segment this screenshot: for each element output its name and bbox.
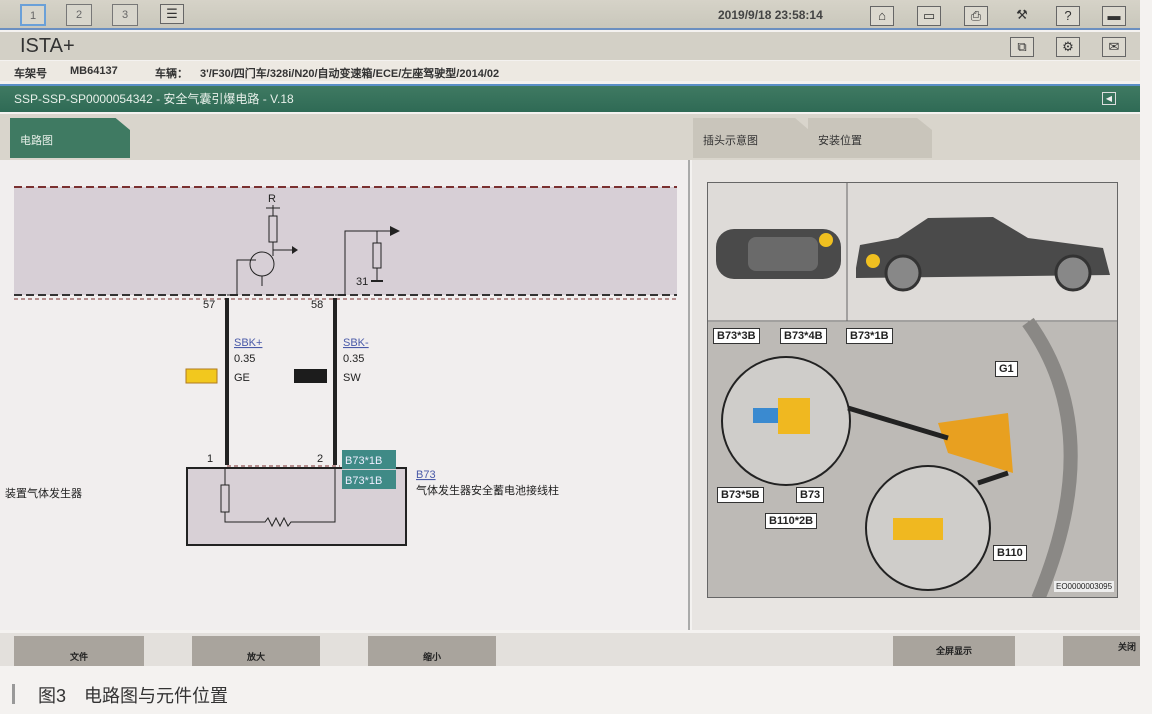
app-header bbox=[0, 32, 1140, 60]
tab-install-location[interactable]: 安装位置 bbox=[808, 118, 932, 158]
model-value: 3'/F30/四门车/328i/N20/自动变速箱/ECE/左座驾驶型/2014… bbox=[200, 68, 500, 80]
file-button[interactable]: 文件 bbox=[14, 636, 144, 666]
vin-label: 车架号 bbox=[14, 68, 47, 80]
callout-b73-5b: B73*5B bbox=[717, 487, 764, 503]
image-id: EO0000003095 bbox=[1054, 581, 1115, 592]
callout-b110-2b: B110*2B bbox=[765, 513, 818, 529]
window-tab-2[interactable]: 2 bbox=[66, 4, 92, 26]
callout-g1: G1 bbox=[995, 361, 1018, 377]
window-tab-1[interactable]: 1 bbox=[20, 4, 46, 26]
connector-label-1: B73*1B bbox=[345, 455, 382, 467]
home-icon[interactable]: ⌂ bbox=[870, 6, 894, 26]
pin-58: 58 bbox=[311, 299, 323, 311]
pin-57: 57 bbox=[203, 299, 215, 311]
list-icon[interactable]: ☰ bbox=[160, 4, 184, 24]
wire-color-code-right: SW bbox=[343, 372, 361, 384]
resistor-label: R bbox=[268, 193, 276, 205]
wire-name-sbk-minus[interactable]: SBK- bbox=[343, 337, 369, 349]
wrench-icon[interactable]: ⚒ bbox=[1016, 7, 1028, 22]
device-label: 装置气体发生器 bbox=[5, 486, 82, 500]
callout-b73-1b: B73*1B bbox=[846, 328, 893, 344]
ground-label: 31 bbox=[356, 276, 368, 288]
document-title: SSP-SSP-SP0000054342 - 安全气囊引爆电路 - V.18 bbox=[14, 92, 294, 106]
connector-label-2: B73*1B bbox=[345, 475, 382, 487]
connector-tag-1[interactable] bbox=[342, 450, 396, 469]
help-icon[interactable]: ? bbox=[1056, 6, 1080, 26]
datetime: 2019/9/18 23:58:14 bbox=[718, 8, 823, 22]
color-swatch-black bbox=[294, 369, 327, 383]
component-id-link[interactable]: B73 bbox=[416, 469, 436, 481]
app-title: ISTA+ bbox=[20, 35, 75, 57]
mail-icon[interactable]: ✉ bbox=[1102, 37, 1126, 57]
settings-icon[interactable]: ⚙ bbox=[1056, 37, 1080, 57]
caption-marker bbox=[12, 684, 15, 704]
wire-color-code-left: GE bbox=[234, 372, 250, 384]
color-swatch-yellow bbox=[185, 368, 218, 384]
callout-b73: B73 bbox=[796, 487, 825, 503]
document-title-bar bbox=[0, 84, 1140, 112]
document-swap-icon[interactable]: ⧉ bbox=[1010, 37, 1034, 57]
tab-connector-view[interactable]: 插头示意图 bbox=[693, 118, 809, 158]
close-button[interactable]: 关闭 bbox=[1063, 636, 1140, 666]
vin-value: MB64137 bbox=[70, 65, 118, 77]
callout-b73-3b: B73*3B bbox=[713, 328, 760, 344]
location-marker-side bbox=[866, 254, 880, 268]
collapse-panel-icon[interactable]: ◀ bbox=[1102, 92, 1116, 105]
circuit-diagram: R 31 57 58 SBK+ 0.35 GE SBK- 0.35 SW 1 2… bbox=[5, 186, 677, 546]
connector-tag-2[interactable] bbox=[342, 470, 396, 489]
vehicle-illustration bbox=[708, 183, 1117, 597]
pin-2: 2 bbox=[317, 453, 323, 465]
window-tab-3[interactable]: 3 bbox=[112, 4, 138, 26]
wire-name-sbk-plus[interactable]: SBK+ bbox=[234, 337, 262, 349]
top-toolbar bbox=[0, 0, 1140, 30]
zoom-in-button[interactable]: 放大 bbox=[192, 636, 320, 666]
fullscreen-button[interactable]: 全屏显示 bbox=[893, 636, 1015, 666]
model-label: 车辆： bbox=[155, 68, 188, 80]
callout-b110: B110 bbox=[993, 545, 1027, 561]
battery-g1 bbox=[938, 413, 1013, 473]
figure-caption: 图3 电路图与元件位置 bbox=[38, 686, 229, 706]
pin-1: 1 bbox=[207, 453, 213, 465]
view-tabs bbox=[0, 114, 1140, 160]
printer-icon[interactable]: ⎙ bbox=[964, 6, 988, 26]
minimize-icon[interactable]: ▬ bbox=[1102, 6, 1126, 26]
car-side-view bbox=[856, 217, 1110, 278]
install-location-image[interactable]: B73*3B B73*4B B73*1B G1 B73*5B B73 B110*… bbox=[707, 182, 1118, 598]
wire-gauge-right: 0.35 bbox=[343, 353, 364, 365]
book-icon[interactable]: ▭ bbox=[917, 6, 941, 26]
callout-b73-4b: B73*4B bbox=[780, 328, 827, 344]
component-description: 气体发生器安全蓄电池接线柱 bbox=[416, 483, 559, 497]
zoom-out-button[interactable]: 缩小 bbox=[368, 636, 496, 666]
wire-gauge-left: 0.35 bbox=[234, 353, 255, 365]
location-marker-top bbox=[819, 233, 833, 247]
tab-circuit-diagram[interactable]: 电路图 bbox=[10, 118, 130, 158]
vehicle-info: 车架号 MB64137 车辆： 3'/F30/四门车/328i/N20/自动变速… bbox=[0, 61, 1140, 81]
